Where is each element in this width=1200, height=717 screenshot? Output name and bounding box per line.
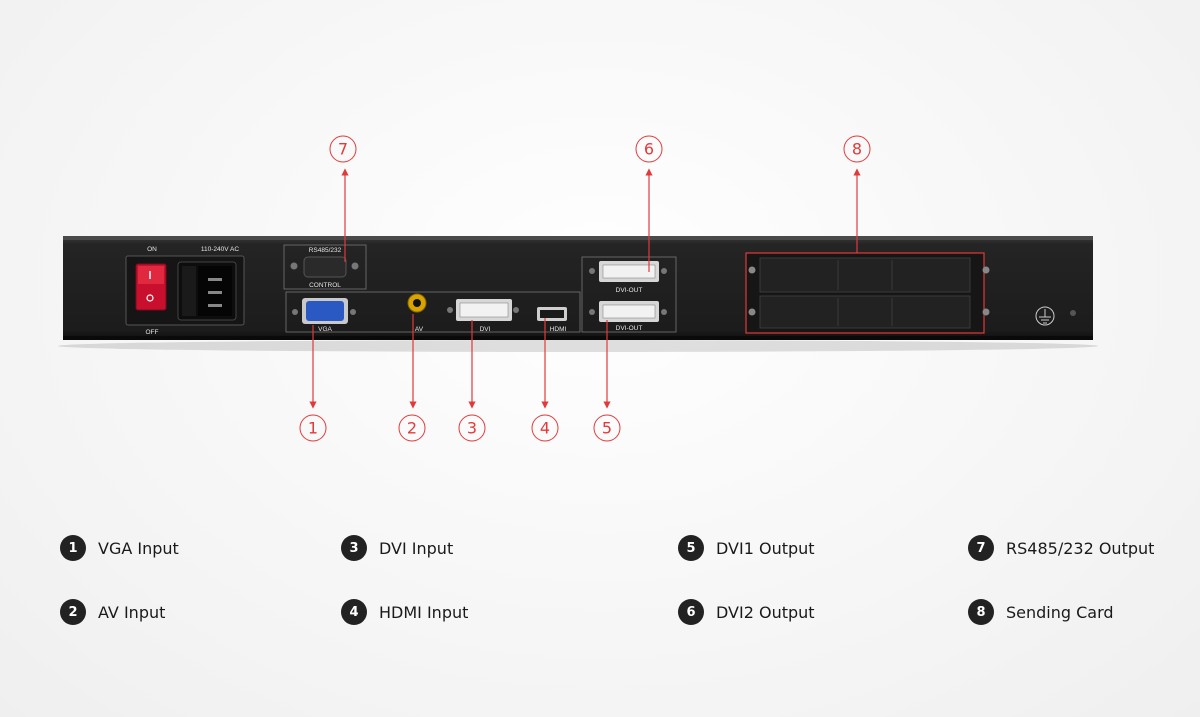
dvi-input-port: DVI <box>447 299 519 333</box>
chassis-shadow <box>58 340 1098 352</box>
legend-item-av-input: 2 AV Input <box>60 597 165 627</box>
callout-marker-2: 2 <box>398 414 426 442</box>
legend-item-vga-input: 1 VGA Input <box>60 533 179 563</box>
legend-item-dvi2-output: 6 DVI2 Output <box>678 597 815 627</box>
vga-port: VGA <box>292 298 356 333</box>
legend-badge: 6 <box>678 599 704 625</box>
callout-number-6: 6 <box>644 140 654 159</box>
dvi-output-top-port: DVI-OUT <box>589 261 667 294</box>
legend-badge: 2 <box>60 599 86 625</box>
legend-label: RS485/232 Output <box>1006 538 1155 558</box>
power-voltage-label: 110-240V AC <box>201 246 239 253</box>
legend-label: DVI Input <box>379 538 454 558</box>
legend-label: DVI1 Output <box>716 538 815 558</box>
callout-number-2: 2 <box>407 419 417 438</box>
legend-badge: 4 <box>341 599 367 625</box>
vga-label: VGA <box>318 326 332 333</box>
hdmi-label: HDMI <box>550 326 567 333</box>
hdmi-port: HDMI <box>537 307 567 333</box>
callout-number-8: 8 <box>852 140 862 159</box>
control-label: CONTROL <box>309 282 341 289</box>
legend-item-sending-card: 8 Sending Card <box>968 597 1114 627</box>
switch-off-label: OFF <box>146 329 159 336</box>
callout-number-7: 7 <box>338 140 348 159</box>
ground-icon <box>1035 306 1055 326</box>
legend-item-hdmi-input: 4 HDMI Input <box>341 597 468 627</box>
av-port: AV <box>407 293 427 333</box>
callout-marker-8: 8 <box>843 135 871 163</box>
callout-lines <box>309 168 861 409</box>
callout-marker-1: 1 <box>299 414 327 442</box>
legend-badge: 7 <box>968 535 994 561</box>
legend-badge: 8 <box>968 599 994 625</box>
callout-marker-6: 6 <box>635 135 663 163</box>
legend-badge: 5 <box>678 535 704 561</box>
callout-number-4: 4 <box>540 419 550 438</box>
callout-marker-5: 5 <box>593 414 621 442</box>
legend-item-rs485-output: 7 RS485/232 Output <box>968 533 1154 563</box>
dvi-input-label: DVI <box>480 326 491 333</box>
switch-on-label: ON <box>147 246 157 253</box>
callout-marker-7: 7 <box>329 135 357 163</box>
legend-item-dvi1-output: 5 DVI1 Output <box>678 533 815 563</box>
legend-label: Sending Card <box>1006 602 1114 622</box>
legend-badge: 3 <box>341 535 367 561</box>
control-port: RS485/232 CONTROL <box>283 244 367 290</box>
power-socket: 110-240V AC <box>177 246 239 321</box>
output-group-frame <box>581 256 677 333</box>
rs485-label: RS485/232 <box>309 247 342 254</box>
sending-card-bay <box>745 252 990 334</box>
callout-number-1: 1 <box>308 419 318 438</box>
callout-marker-3: 3 <box>458 414 486 442</box>
dvi-out-bottom-label: DVI-OUT <box>616 325 643 332</box>
dvi-out-top-label: DVI-OUT <box>616 287 643 294</box>
legend-label: DVI2 Output <box>716 602 815 622</box>
av-label: AV <box>415 326 424 333</box>
legend-badge: 1 <box>60 535 86 561</box>
legend-label: VGA Input <box>98 538 179 558</box>
dvi-output-bottom-port: DVI-OUT <box>589 301 667 332</box>
legend-item-dvi-input: 3 DVI Input <box>341 533 453 563</box>
callout-marker-4: 4 <box>531 414 559 442</box>
legend-label: AV Input <box>98 602 166 622</box>
callout-number-3: 3 <box>467 419 477 438</box>
port-legend: 1 VGA Input 2 AV Input 3 DVI Input 4 HDM… <box>0 525 1200 645</box>
input-group-frame <box>285 291 581 333</box>
legend-label: HDMI Input <box>379 602 469 622</box>
ground-screw <box>1070 310 1076 316</box>
callout-number-5: 5 <box>602 419 612 438</box>
